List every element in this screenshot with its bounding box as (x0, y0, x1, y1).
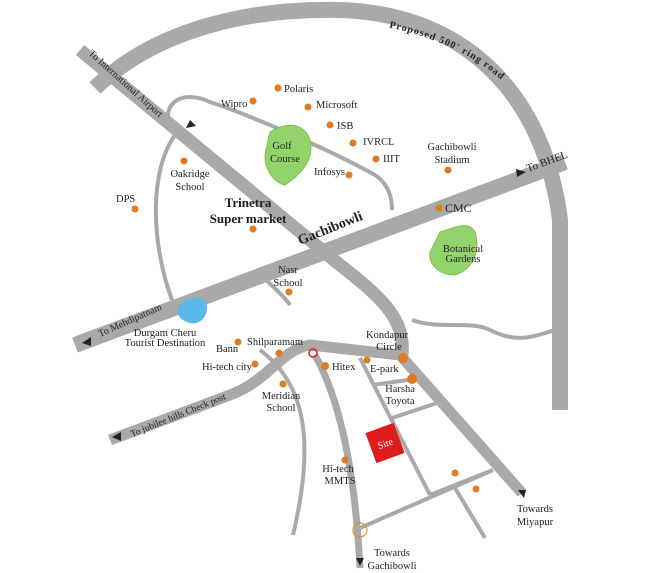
infosys-label: Infosys (314, 167, 345, 178)
arrow-miyapur-icon (518, 490, 526, 498)
ivrcl-label: IVRCL (363, 137, 395, 148)
kondapur-dot (398, 353, 408, 363)
ivrcl-dot (349, 139, 357, 147)
iiit-dot (372, 155, 380, 163)
arrow-mehdipatnam-icon (82, 337, 91, 346)
poi-dot (472, 485, 480, 493)
isb-dot (326, 121, 334, 129)
iiit-label: IIIT (383, 154, 400, 165)
arrow-airport-icon (186, 120, 196, 128)
east-link-road (411, 318, 557, 340)
arrow-jubilee-icon (112, 432, 121, 441)
polaris-label: Polaris (284, 84, 313, 95)
hitech-city-dot (251, 360, 259, 368)
harsha-dot (407, 374, 417, 384)
gachibowli-road (72, 154, 568, 353)
loop-road-west (153, 133, 177, 301)
microsoft-label: Microsoft (316, 100, 357, 111)
epark-label: E-park (370, 364, 399, 375)
durgam-cheru-lake (177, 297, 208, 324)
stadium-dot (444, 166, 452, 174)
meridian-dot (279, 380, 287, 388)
site-label: Site (376, 436, 395, 452)
wipro-dot (249, 97, 257, 105)
polaris-dot (274, 84, 282, 92)
jubilee-hills-road (108, 339, 527, 497)
hitex-dot (321, 362, 329, 370)
direction-arrows (82, 120, 526, 566)
oakridge-dot (180, 157, 188, 165)
airport-road (75, 44, 409, 356)
wipro-label: Wipro (221, 99, 247, 110)
cross-roads (359, 378, 494, 540)
dps-label: DPS (116, 194, 135, 205)
poi-dots (131, 84, 480, 493)
bann-dot (234, 338, 242, 346)
hitex-label: Hitex (332, 362, 356, 373)
cmc-dot (435, 204, 443, 212)
dps-dot (131, 205, 139, 213)
arrow-gachibowli-icon (356, 558, 364, 566)
hitex-road (311, 353, 364, 569)
isb-label: ISB (337, 121, 353, 132)
site-marker[interactable]: Site (365, 422, 405, 464)
trinetra-dot (249, 225, 257, 233)
site-road (358, 357, 432, 496)
poi-dot (451, 469, 459, 477)
shilparamam-label: Shilparamam (247, 337, 303, 348)
ring-road (89, 1, 568, 410)
cmc-label: CMC (445, 201, 472, 215)
junction-marker-icon (308, 348, 318, 358)
hitech-city-label: Hi-tech city (202, 362, 253, 373)
junction-circle-icon (352, 522, 368, 538)
botanical-gardens-area (429, 225, 478, 276)
main-roads (72, 1, 568, 569)
jubilee-hills-label: To jubilee hills Check post (129, 392, 227, 440)
golf-course-area (264, 124, 312, 186)
nasr-dot (285, 288, 293, 296)
infosys-dot (345, 171, 353, 179)
microsoft-dot (304, 103, 312, 111)
shilparamam-dot (275, 349, 283, 357)
arrow-bhel-icon (516, 169, 526, 177)
epark-dot (363, 356, 371, 364)
bann-label: Bann (216, 344, 239, 355)
mmts-dot (341, 456, 349, 464)
